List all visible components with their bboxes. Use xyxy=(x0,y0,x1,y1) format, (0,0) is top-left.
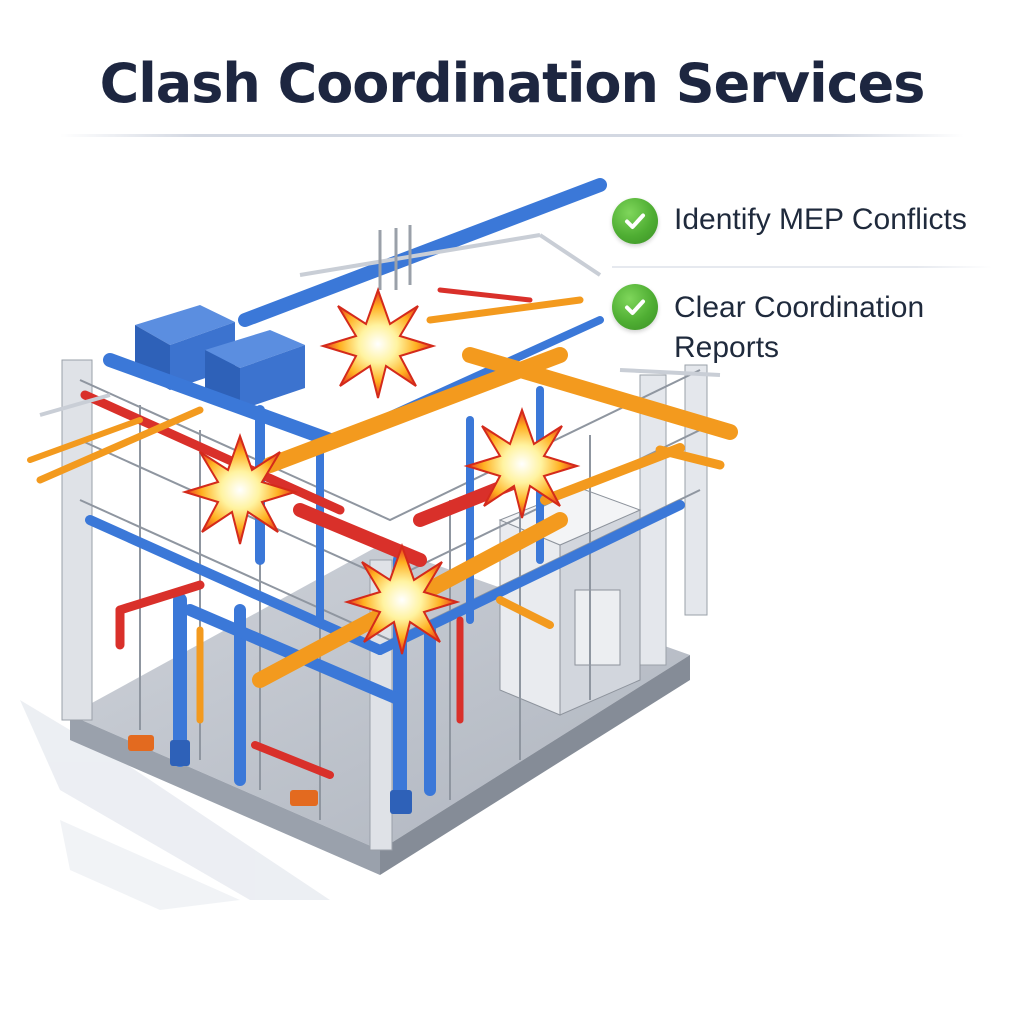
feature-item-coordination-reports: Clear Coordination Reports xyxy=(612,284,974,368)
air-handling-units xyxy=(135,305,305,410)
clash-marker xyxy=(319,286,437,399)
page-title: Clash Coordination Services xyxy=(99,52,926,115)
structural-columns xyxy=(61,359,708,851)
clash-marker xyxy=(463,406,581,519)
floor-pumps xyxy=(128,735,412,814)
check-circle-icon xyxy=(612,284,658,330)
mep-model-illustration xyxy=(20,178,738,910)
feature-label: Identify MEP Conflicts xyxy=(674,203,967,236)
clash-marker xyxy=(343,542,461,655)
feature-item-identify-conflicts: Identify MEP Conflicts xyxy=(612,198,967,244)
title-divider xyxy=(60,134,964,137)
feature-divider xyxy=(612,266,992,268)
clash-marker xyxy=(181,432,299,545)
check-circle-icon xyxy=(612,198,658,244)
cable-trays xyxy=(39,225,721,417)
feature-label: Clear Coordination Reports xyxy=(674,291,925,364)
